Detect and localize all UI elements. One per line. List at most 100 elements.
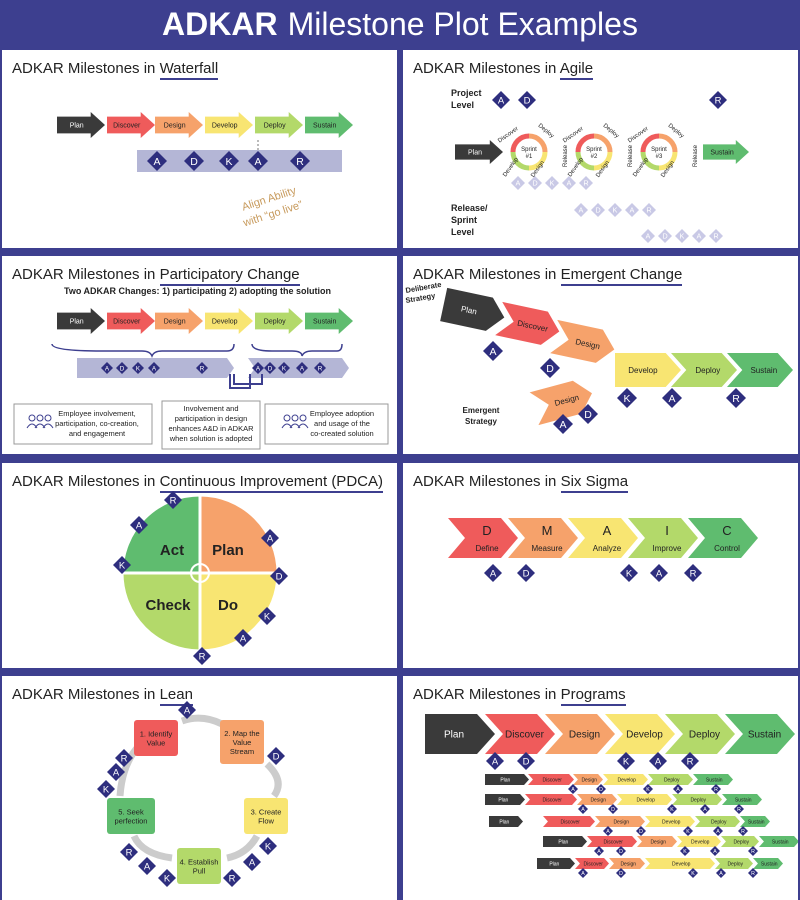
milestone-a (234, 629, 252, 647)
milestone-a-label: A (713, 849, 717, 855)
box1-text: Employee involvement, (58, 409, 136, 418)
row-phase-plan (485, 774, 529, 785)
milestone-a-label: A (697, 232, 702, 241)
panel-emergent: ADKAR Milestones in Emergent Change Deli… (403, 256, 798, 454)
row-phase-deploy-label: Deploy (711, 819, 727, 825)
quadrant-act (120, 493, 202, 575)
project-level-label: Project (451, 88, 482, 98)
row-phase-discover (587, 836, 637, 847)
phase-sustain (725, 714, 795, 754)
people-icon (297, 423, 309, 429)
step-improve (628, 518, 698, 558)
milestone-d-label: D (276, 571, 283, 582)
row-phase-discover (528, 774, 574, 785)
panel-title: ADKAR Milestones in Waterfall (12, 60, 219, 80)
step-letter: I (665, 523, 669, 538)
title-rest: Milestone Plot Examples (287, 5, 638, 42)
box2-text: when solution is adopted (169, 434, 253, 443)
people-icon (299, 414, 307, 422)
milestone-a-label: A (300, 365, 305, 372)
milestone-k (688, 868, 698, 878)
milestone-a-label: A (152, 365, 157, 372)
phase-deploy-label: Deploy (264, 319, 286, 326)
quadrant-do (198, 571, 280, 653)
milestone-r (579, 176, 593, 190)
milestone-a (578, 868, 588, 878)
phase-discover: Discover (495, 301, 560, 345)
step-name: Control (714, 544, 740, 553)
step-map-value-stream-text: Value (233, 738, 252, 747)
milestone-a (296, 362, 308, 374)
milestone-a (673, 784, 683, 794)
milestone-d-label: D (546, 363, 554, 375)
phase-design-label: Design (164, 319, 186, 326)
milestone-k-label: K (623, 393, 630, 405)
phase-design (155, 112, 203, 138)
phase-sustain (727, 353, 793, 387)
phase-sustain-label: Sustain (748, 730, 781, 741)
row-phase-discover (543, 816, 595, 827)
milestone-a-label: A (240, 633, 247, 644)
sprint-number: #3 (656, 154, 663, 160)
milestone-a (178, 701, 196, 719)
milestone-r-label: R (714, 787, 718, 793)
phase-deploy (255, 308, 303, 334)
sprint-arc (640, 151, 660, 171)
row-phase-sustain-label: Sustain (772, 839, 789, 845)
row-phase-develop (677, 836, 721, 847)
project-level-label: Level (451, 100, 474, 110)
step-letter: A (603, 523, 612, 538)
sprint-label: Sprint (651, 147, 667, 153)
row-phase-sustain-label: Sustain (706, 777, 723, 783)
milestone-k (667, 804, 677, 814)
people-icon (283, 414, 291, 422)
row-phase-sustain (722, 794, 762, 805)
milestone-r-label: R (715, 95, 722, 106)
panel-title: ADKAR Milestones in Six Sigma (413, 473, 629, 493)
panel-title: ADKAR Milestones in Programs (413, 686, 626, 706)
row-phase-plan (537, 858, 575, 869)
sixsigma-diagram: DDefineMMeasureAAnalyzeIImproveCControlA… (448, 518, 758, 582)
phase-plan-label: Plan (468, 150, 482, 157)
phase-design-emergent: Design (529, 380, 592, 426)
milestone-k-label: K (103, 784, 110, 795)
milestone-a-label: A (716, 829, 720, 835)
phase-deploy (255, 112, 303, 138)
milestone-a-label: A (489, 346, 496, 358)
milestone-a-label: A (646, 232, 651, 241)
milestone-a (101, 362, 113, 374)
milestone-k-label: K (136, 365, 141, 372)
milestone-a-label: A (267, 533, 274, 544)
row-phase-sustain (759, 836, 798, 847)
milestone-d (658, 229, 672, 243)
sprint-label: Sprint (521, 147, 537, 153)
cycle-arrow (130, 834, 173, 862)
row-phase-develop-label: Develop (637, 797, 656, 803)
row-phase-discover-label: Discover (604, 839, 624, 845)
phase-discover (485, 714, 555, 754)
connector (229, 374, 251, 389)
row-phase-develop-label: Develop (618, 777, 637, 783)
milestone-d (596, 784, 606, 794)
milestone-a (603, 826, 613, 836)
milestone-k-label: K (626, 568, 633, 579)
phase-discover (495, 301, 560, 345)
sprint-arc (528, 133, 548, 153)
milestone-a-label: A (113, 767, 120, 778)
step-letter: M (542, 523, 553, 538)
milestone-d (616, 868, 626, 878)
milestone-r (734, 804, 744, 814)
row-phase-design-label: Design (590, 797, 606, 803)
step-letter: C (722, 523, 731, 538)
row-phase-plan-label: Plan (499, 819, 509, 825)
step-identify-value-text: 1. Identify (140, 730, 173, 739)
milestone-k (132, 362, 144, 374)
milestone-a (568, 784, 578, 794)
milestone-d-label: D (190, 156, 198, 168)
step-measure (508, 518, 578, 558)
milestone-d (517, 564, 535, 582)
milestone-a-label: A (249, 857, 256, 868)
milestone-k (675, 229, 689, 243)
